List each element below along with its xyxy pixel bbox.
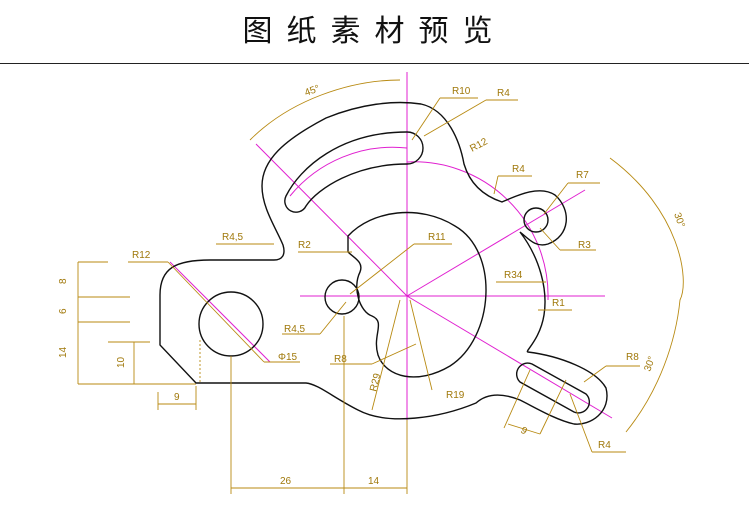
upper-30-center-line bbox=[406, 189, 586, 297]
label-6: 6 bbox=[58, 308, 69, 314]
part-outline bbox=[159, 101, 608, 425]
label-r7: R7 bbox=[576, 170, 589, 181]
page-title: 图纸素材预览 bbox=[242, 14, 507, 49]
label-r19: R19 bbox=[446, 390, 465, 401]
dimension-labels: R10 R4 R12 R4 R7 45° 30° 30° R3 R4,5 R2 … bbox=[58, 83, 687, 487]
label-14-bottom: 14 bbox=[368, 476, 380, 487]
label-r10: R10 bbox=[452, 86, 471, 97]
lower-slot bbox=[516, 362, 590, 414]
label-r34: R34 bbox=[504, 270, 523, 281]
label-r4-bottom: R4 bbox=[598, 440, 611, 451]
title-divider bbox=[0, 63, 749, 64]
label-r12-left: R12 bbox=[132, 250, 151, 261]
label-r8-right: R8 bbox=[626, 352, 639, 363]
dimension-lines bbox=[77, 79, 684, 494]
label-r8-mid: R8 bbox=[334, 354, 347, 365]
label-8: 8 bbox=[58, 278, 69, 284]
angle45-arc bbox=[249, 79, 401, 141]
label-9-slot: 9 bbox=[519, 425, 530, 438]
small-hole-r4-5 bbox=[324, 279, 360, 315]
hole-left-center-line bbox=[169, 261, 271, 363]
central-bore bbox=[347, 211, 487, 378]
label-r1: R1 bbox=[552, 298, 565, 309]
upper-arc-slot-center bbox=[289, 146, 408, 197]
label-r4-top: R4 bbox=[497, 88, 510, 99]
label-phi15: Φ15 bbox=[278, 352, 298, 363]
angle30-arc bbox=[609, 157, 684, 433]
label-angle30-bottom: 30° bbox=[642, 355, 658, 373]
lower-30-center-line bbox=[406, 295, 613, 419]
label-r4-5-mid: R4,5 bbox=[284, 324, 306, 335]
label-angle30-top: 30° bbox=[671, 211, 687, 229]
right-hole-r3 bbox=[523, 207, 549, 233]
label-10: 10 bbox=[116, 356, 127, 368]
outer-contour bbox=[159, 101, 608, 425]
label-r12-top: R12 bbox=[468, 136, 490, 155]
label-r2: R2 bbox=[298, 240, 311, 251]
label-9-left: 9 bbox=[174, 392, 180, 403]
r34-center-arc bbox=[406, 161, 549, 301]
upper-arc-slot bbox=[284, 131, 424, 213]
label-r3: R3 bbox=[578, 240, 591, 251]
left-45-center-line bbox=[255, 143, 408, 297]
label-26: 26 bbox=[280, 476, 292, 487]
label-r4-mid: R4 bbox=[512, 164, 525, 175]
label-r11: R11 bbox=[428, 232, 446, 243]
label-angle45: 45° bbox=[303, 83, 321, 99]
label-r29: R29 bbox=[368, 372, 383, 393]
left-hole-phi15 bbox=[198, 291, 264, 357]
label-14-left: 14 bbox=[58, 346, 69, 358]
center-lines bbox=[169, 72, 613, 420]
label-r4-5-top: R4,5 bbox=[222, 232, 244, 243]
